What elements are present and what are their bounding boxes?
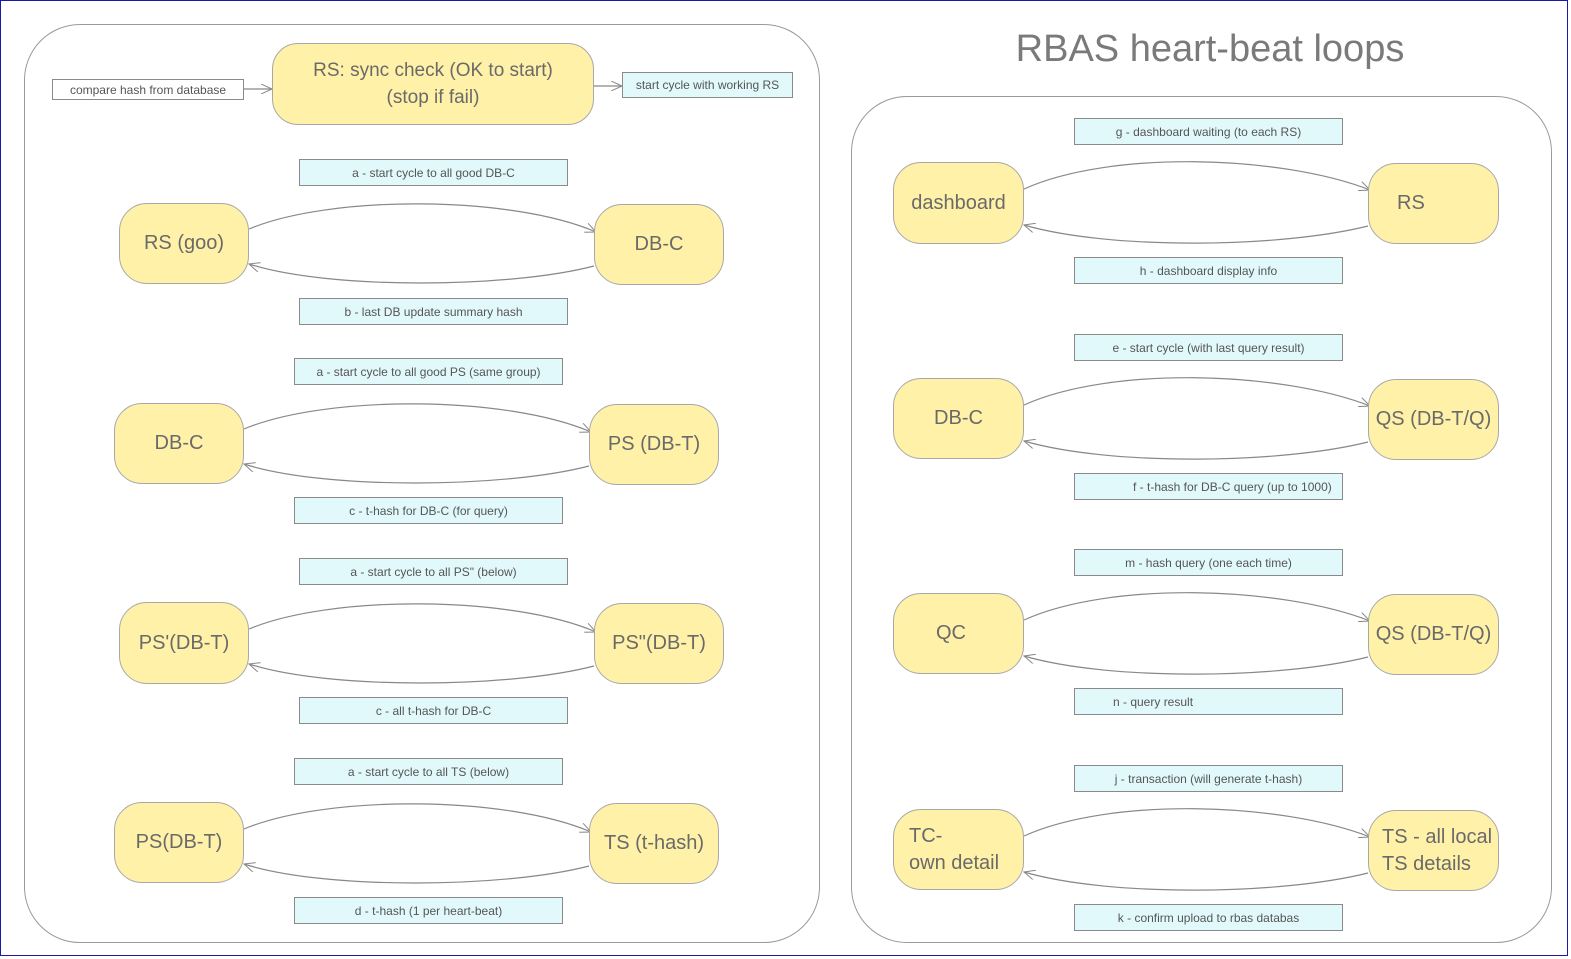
loop4-left-node: PS(DB-T) (114, 802, 244, 883)
rloop3-right-node: QS (DB-T/Q) (1368, 594, 1499, 675)
rloop1-left-node: dashboard (893, 162, 1024, 244)
rloop4-left-node: TC- own detail (893, 809, 1024, 890)
sync-input-label: compare hash from database (52, 79, 244, 100)
rloop4-bottom-label: k - confirm upload to rbas databas (1074, 904, 1343, 931)
left-panel (24, 24, 820, 943)
loop2-right-node: PS (DB-T) (589, 404, 719, 485)
rloop3-top-label: m - hash query (one each time) (1074, 549, 1343, 576)
sync-output-label: start cycle with working RS (622, 72, 793, 98)
rloop2-left-node: DB-C (893, 378, 1024, 459)
right-panel (851, 96, 1552, 943)
rloop1-right-node: RS (1368, 163, 1499, 244)
loop1-bottom-label: b - last DB update summary hash (299, 298, 568, 325)
loop3-top-label: a - start cycle to all PS" (below) (299, 558, 568, 585)
rloop2-right-node: QS (DB-T/Q) (1368, 379, 1499, 460)
loop4-top-label: a - start cycle to all TS (below) (294, 758, 563, 785)
rloop2-top-label: e - start cycle (with last query result) (1074, 334, 1343, 361)
loop4-right-node: TS (t-hash) (589, 803, 719, 884)
loop4-bottom-label: d - t-hash (1 per heart-beat) (294, 897, 563, 924)
loop2-bottom-label: c - t-hash for DB-C (for query) (294, 497, 563, 524)
loop1-left-node: RS (goo) (119, 203, 249, 284)
rloop1-top-label: g - dashboard waiting (to each RS) (1074, 118, 1343, 145)
rloop3-bottom-label: n - query result (1074, 688, 1343, 715)
rloop4-top-label: j - transaction (will generate t-hash) (1074, 765, 1343, 792)
loop1-right-node: DB-C (594, 204, 724, 285)
loop3-right-node: PS"(DB-T) (594, 603, 724, 684)
sync-check-node: RS: sync check (OK to start) (stop if fa… (272, 43, 594, 125)
diagram-title: RBAS heart-beat loops (1015, 28, 1405, 70)
rloop1-bottom-label: h - dashboard display info (1074, 257, 1343, 284)
rloop2-bottom-label: f - t-hash for DB-C query (up to 1000) (1074, 473, 1343, 500)
rloop4-right-node: TS - all local TS details (1368, 810, 1499, 891)
loop2-top-label: a - start cycle to all good PS (same gro… (294, 358, 563, 385)
loop3-bottom-label: c - all t-hash for DB-C (299, 697, 568, 724)
loop2-left-node: DB-C (114, 403, 244, 484)
rloop3-left-node: QC (893, 593, 1024, 674)
loop1-top-label: a - start cycle to all good DB-C (299, 159, 568, 186)
loop3-left-node: PS'(DB-T) (119, 602, 249, 684)
